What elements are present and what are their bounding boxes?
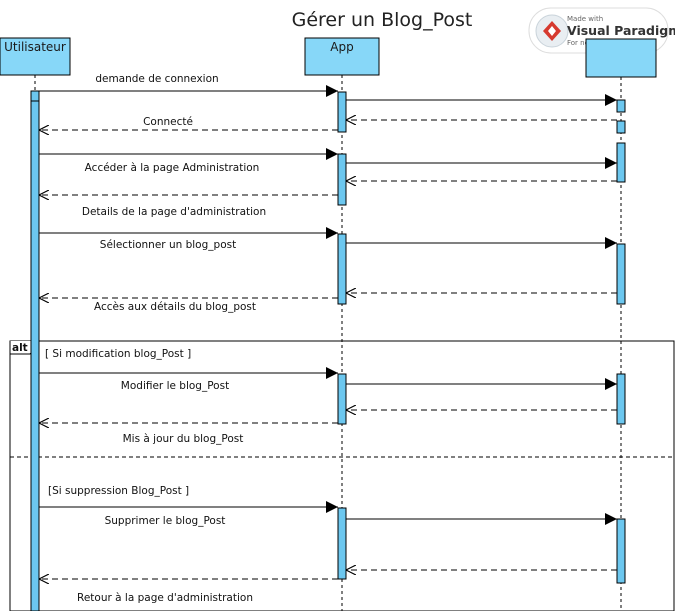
participant-utilisateur[interactable]: Utilisateur bbox=[0, 37, 71, 76]
msg-demande-de-connexion[interactable]: demande de connexion bbox=[39, 73, 338, 97]
msg-mis-a-jour-blog-post[interactable]: Mis à jour du blog_Post bbox=[39, 423, 338, 445]
msg-details-page-administration[interactable]: Details de la page d'administration bbox=[39, 195, 338, 218]
msg-label: Accéder à la page Administration bbox=[85, 162, 260, 174]
participant-app-label: App bbox=[330, 40, 353, 54]
activation-app-3 bbox=[337, 233, 347, 305]
activation-system-4 bbox=[616, 243, 626, 305]
activation-system-5 bbox=[616, 373, 626, 425]
msg-label: demande de connexion bbox=[95, 73, 218, 85]
activation-system-3 bbox=[616, 142, 626, 183]
msg-supprimer-blog-post[interactable]: Supprimer le blog_Post bbox=[39, 501, 338, 527]
msg-selectionner-blog-post[interactable]: Sélectionner un blog_post bbox=[39, 227, 338, 251]
alt-frame bbox=[9, 340, 675, 611]
activation-utilisateur bbox=[30, 90, 40, 611]
participant-system[interactable] bbox=[585, 38, 657, 78]
msg-label: Mis à jour du blog_Post bbox=[123, 433, 244, 445]
msg-modifier-blog-post[interactable]: Modifier le blog_Post bbox=[39, 367, 338, 392]
alt-guard-suppression: [Si suppression Blog_Post ] bbox=[48, 485, 189, 497]
watermark-line1: Made with bbox=[567, 15, 603, 23]
msg-retour-page-administration[interactable]: Retour à la page d'administration bbox=[39, 579, 338, 604]
alt-operator: alt bbox=[12, 342, 28, 354]
activation-app-2 bbox=[337, 153, 347, 206]
activation-app-5 bbox=[337, 507, 347, 580]
msg-acceder-page-administration[interactable]: Accéder à la page Administration bbox=[39, 148, 338, 174]
participant-app[interactable]: App bbox=[304, 37, 380, 76]
activations bbox=[30, 90, 626, 611]
participant-utilisateur-label: Utilisateur bbox=[4, 40, 66, 54]
msg-label: Retour à la page d'administration bbox=[77, 592, 253, 604]
activation-system-6 bbox=[616, 518, 626, 584]
msg-label: Details de la page d'administration bbox=[82, 206, 266, 218]
msg-acces-details-blog-post[interactable]: Accès aux détails du blog_post bbox=[39, 298, 338, 313]
msg-label: Connecté bbox=[143, 116, 193, 128]
visual-paradigm-watermark: Made with Visual Paradigm For non-commer… bbox=[528, 7, 675, 54]
alt-fragment: alt [ Si modification blog_Post ] [Si su… bbox=[9, 340, 675, 611]
watermark-brand: Visual Paradigm bbox=[567, 23, 675, 38]
alt-guard-modification: [ Si modification blog_Post ] bbox=[45, 348, 191, 360]
activation-app-4 bbox=[337, 373, 347, 425]
activation-app-1 bbox=[337, 91, 347, 133]
msg-label: Sélectionner un blog_post bbox=[100, 239, 236, 251]
activation-system-2 bbox=[616, 120, 626, 134]
activation-utilisateur-nested bbox=[30, 90, 40, 102]
activation-system-1 bbox=[616, 99, 626, 113]
msg-label: Modifier le blog_Post bbox=[121, 380, 229, 392]
visual-paradigm-logo-icon bbox=[535, 14, 569, 48]
diagram-title: Gérer un Blog_Post bbox=[292, 9, 473, 31]
msg-label: Accès aux détails du blog_post bbox=[94, 301, 256, 313]
msg-label: Supprimer le blog_Post bbox=[105, 515, 226, 527]
msg-connecte[interactable]: Connecté bbox=[39, 116, 338, 130]
